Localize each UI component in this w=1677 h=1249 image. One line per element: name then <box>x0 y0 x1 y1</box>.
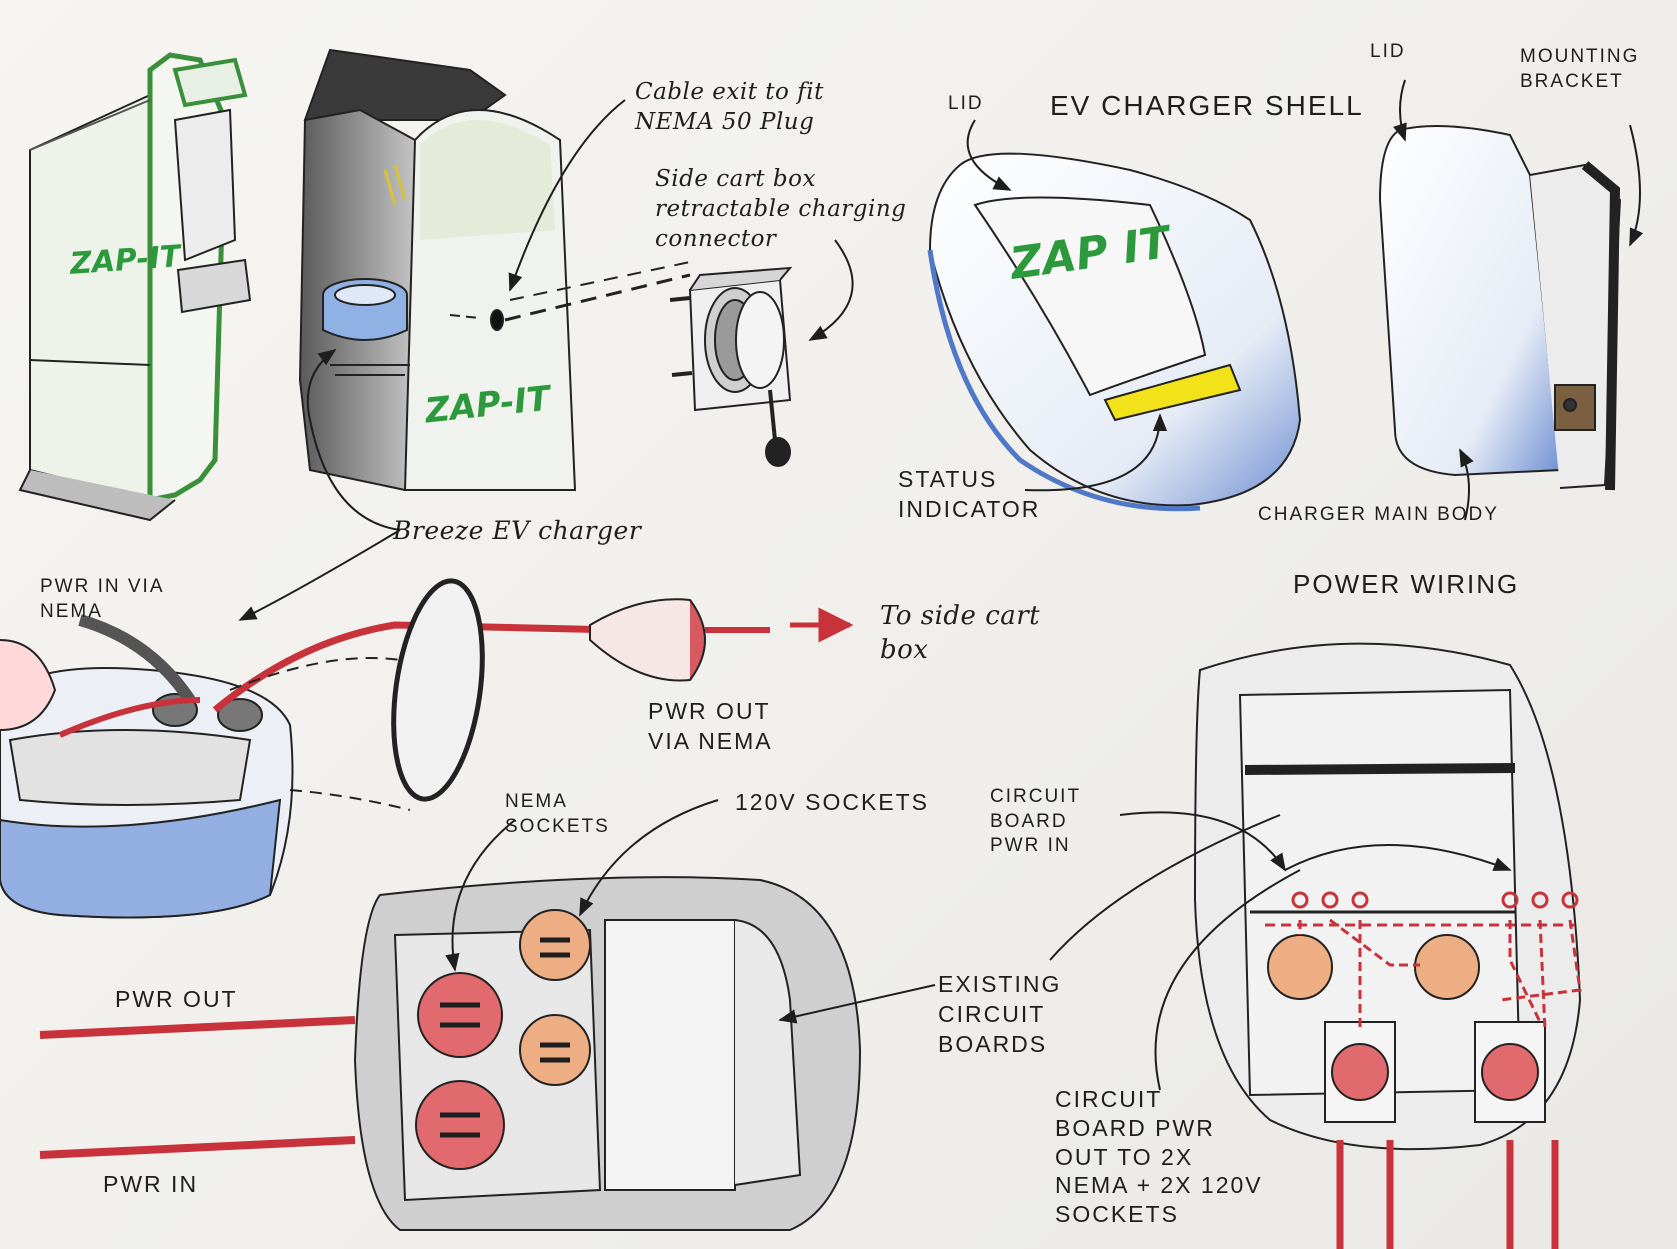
charging-cart-drawing <box>298 48 577 492</box>
kiosk-drawing <box>18 52 252 522</box>
existing-circuit-boards-label: EXISTING CIRCUIT BOARDS <box>938 971 1062 1057</box>
cable-exit-label: Cable exit to fit NEMA 50 Plug <box>635 79 824 135</box>
pwr-in-label: PWR IN <box>103 1171 199 1197</box>
ev-charger-shell-title: EV CHARGER SHELL <box>1050 90 1364 121</box>
to-side-cart-box-label: To side cart box <box>880 601 1041 665</box>
120v-sockets-label: 120V SOCKETS <box>735 789 930 815</box>
charger-lens-drawing <box>391 578 485 802</box>
nema-plug-drawing <box>589 598 770 682</box>
status-indicator-label: STATUS INDICATOR <box>898 466 1041 522</box>
circuit-board-pwr-in-label: CIRCUIT BOARD PWR IN <box>990 786 1082 857</box>
pwr-out-via-nema-label: PWR OUT VIA NEMA <box>648 698 773 754</box>
annotation-arrows <box>238 79 1644 1091</box>
nema-sockets-label: NEMA SOCKETS <box>505 791 610 837</box>
side-cart-box-label: Side cart box retractable charging conne… <box>655 166 907 252</box>
power-distribution-box-drawing <box>353 876 862 1231</box>
pwr-in-via-nema-label: PWR IN VIA NEMA <box>40 576 165 622</box>
breeze-ev-charger-drawing <box>0 614 294 919</box>
power-wiring-diagram <box>1193 642 1582 1151</box>
power-wiring-title: POWER WIRING <box>1293 569 1520 599</box>
lid-front-label: LID <box>948 93 984 114</box>
charger-main-body-label: CHARGER MAIN BODY <box>1258 504 1499 525</box>
cable-reel-box-drawing <box>669 266 793 467</box>
pwr-out-label: PWR OUT <box>115 986 238 1012</box>
mounting-bracket-label: MOUNTING BRACKET <box>1520 46 1640 92</box>
circuit-board-pwr-out-label: CIRCUIT BOARD PWR OUT TO 2X NEMA + 2X 12… <box>1055 1086 1263 1227</box>
breeze-ev-charger-label: Breeze EV charger <box>393 516 642 545</box>
ev-charger-shell-drawing <box>927 152 1302 512</box>
charger-side-view-drawing <box>1378 125 1622 491</box>
lid-side-label: LID <box>1370 41 1406 62</box>
